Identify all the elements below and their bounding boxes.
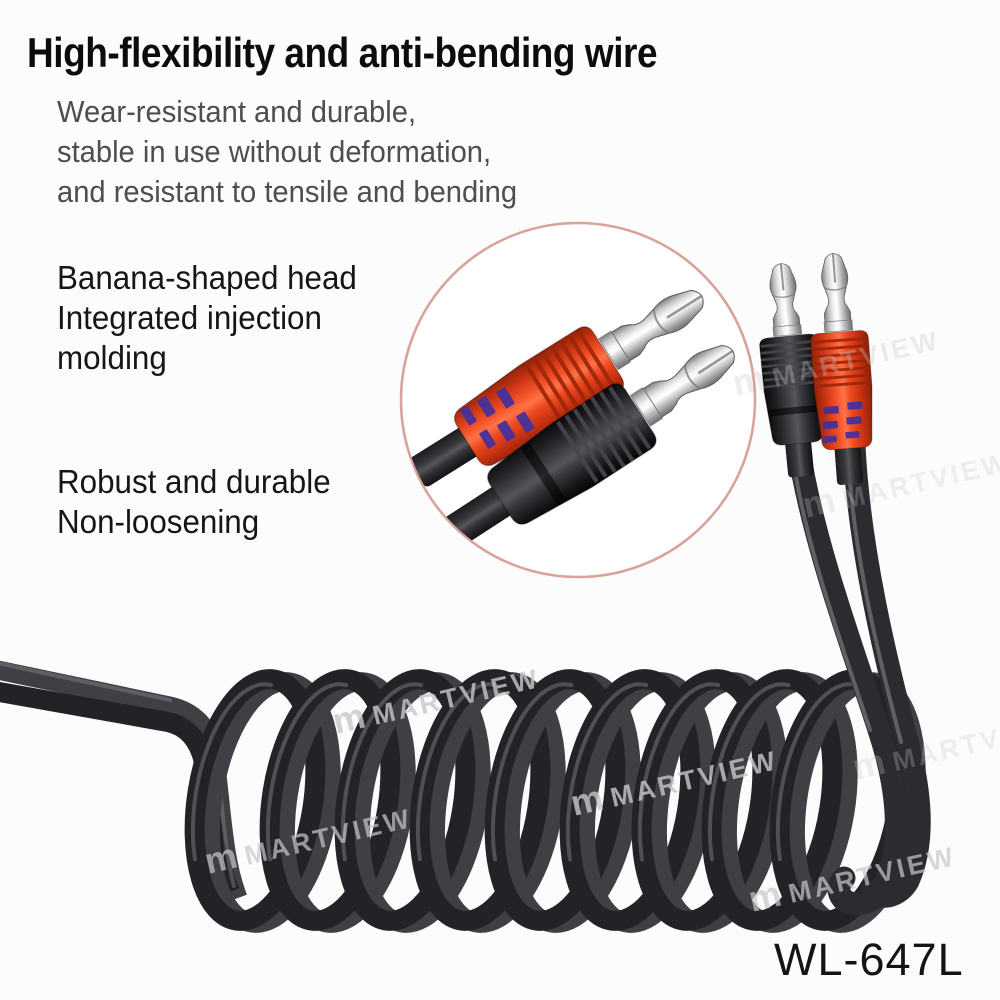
plug-body	[487, 383, 657, 525]
red-banana-plug	[809, 253, 873, 486]
coil-cable	[0, 660, 926, 933]
watermark: m MARTVIEW	[799, 447, 1000, 526]
feature-line: Integrated injection	[57, 299, 322, 336]
coil-loop	[184, 669, 341, 933]
plug-cable	[409, 425, 481, 487]
plug-body	[453, 326, 625, 467]
feature-line: Robust and durable	[57, 463, 331, 500]
subtitle-line: and resistant to tensile and bending	[57, 174, 518, 209]
red-lead-cable	[842, 434, 931, 908]
feature-robust: Robust and durable Non-loosening	[57, 462, 345, 542]
coil-loop	[409, 669, 566, 933]
inset-detail-circle	[399, 221, 757, 579]
subtitle-line: stable in use without deformation,	[57, 134, 492, 169]
product-title-text: High-flexibility and anti-bending wire	[27, 29, 658, 76]
feature-line: molding	[57, 339, 167, 376]
plug-purple-marks	[460, 387, 535, 449]
feature-banana-head: Banana-shaped head Integrated injection …	[57, 258, 373, 378]
plug-tip	[769, 263, 801, 328]
plug-purple-marks	[822, 401, 863, 443]
model-number: WL-647L	[774, 934, 964, 985]
plug-tip	[821, 253, 852, 323]
subtitle: Wear-resistant and durable, stable in us…	[57, 92, 546, 212]
coil-loop	[701, 669, 858, 933]
plug-cable	[785, 437, 814, 478]
product-title: High-flexibility and anti-bending wire	[27, 28, 743, 78]
coil-loop	[334, 669, 491, 933]
feature-line: Banana-shaped head	[57, 259, 357, 296]
coil-loop	[484, 669, 641, 933]
coil-loop	[259, 669, 416, 933]
subtitle-line: Wear-resistant and durable,	[57, 94, 417, 129]
black-lead-cable	[785, 428, 908, 916]
red-banana-plug-inset	[409, 289, 704, 487]
black-banana-plug	[759, 263, 823, 478]
plug-cable	[834, 442, 863, 486]
feature-line: Non-loosening	[57, 503, 260, 540]
